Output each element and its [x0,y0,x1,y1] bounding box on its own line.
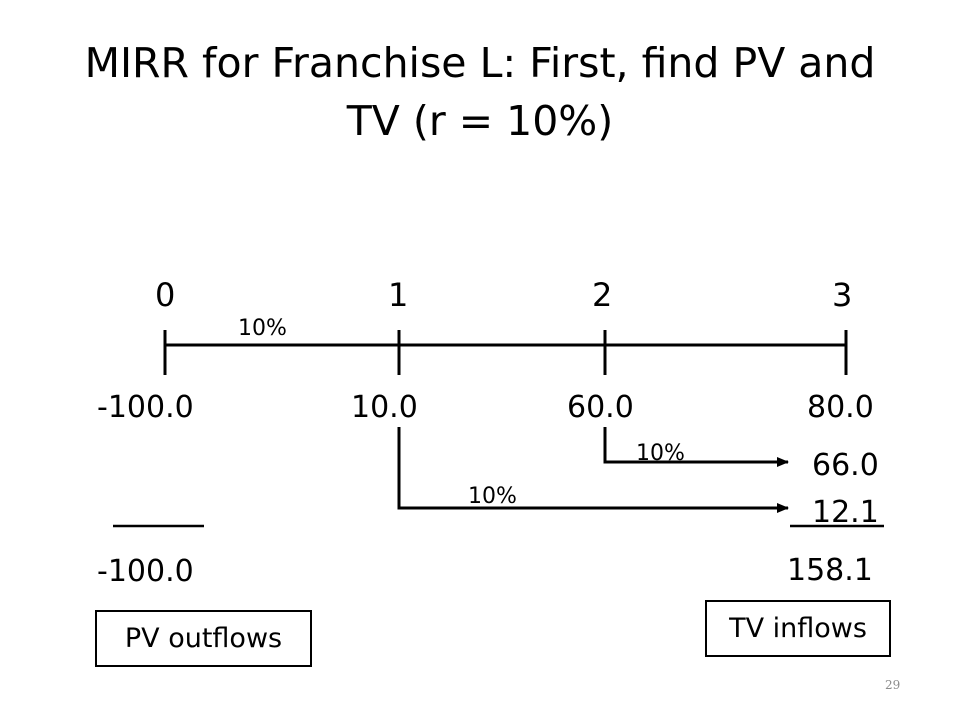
cash-flow-2: 60.0 [567,390,634,425]
tv-inflows-value: 158.1 [787,553,873,588]
tv-inflows-label: TV inflows [729,613,867,644]
compound-arrow-year2 [603,427,789,467]
cash-flow-1: 10.0 [351,390,418,425]
cash-flow-0: -100.0 [97,390,194,425]
pv-outflows-value: -100.0 [97,554,194,589]
period-label-2: 2 [592,276,613,314]
period-label-3: 3 [832,276,853,314]
cash-flow-3: 80.0 [807,390,874,425]
future-value-year2: 66.0 [812,448,879,483]
compound-rate-year1: 10% [468,484,517,509]
title-line-2: TV (r = 10%) [346,97,614,145]
title-line-1: MIRR for Franchise L: First, find PV and [84,39,876,87]
slide-title: MIRR for Franchise L: First, find PV and… [0,34,960,150]
pv-outflows-label: PV outflows [124,623,283,654]
tv-inflows-box: TV inflows [705,600,891,657]
pv-outflows-box: PV outflows [95,610,312,667]
compound-rate-year2: 10% [636,441,685,466]
slide-page-number: 29 [885,678,901,692]
future-value-year1: 12.1 [812,495,879,530]
timeline-rate-label: 10% [238,316,287,341]
compound-arrow-year1 [397,427,789,513]
period-label-0: 0 [155,276,176,314]
period-label-1: 1 [388,276,409,314]
